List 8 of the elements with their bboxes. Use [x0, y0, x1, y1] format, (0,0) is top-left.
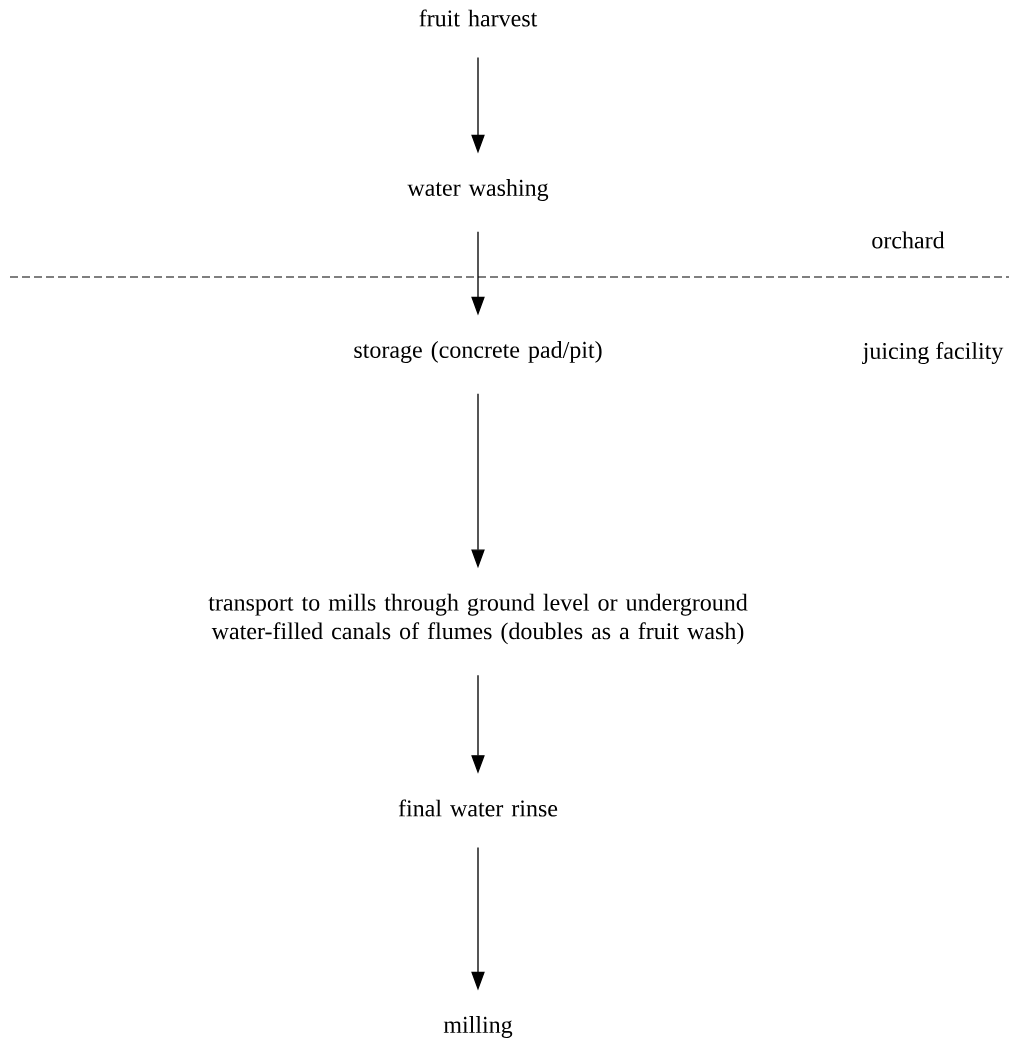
step-text: storage (concrete pad/pit): [354, 341, 602, 363]
step-text: milling: [443, 1016, 513, 1038]
region-label: orchard: [872, 231, 945, 249]
step-text: final water rinse: [398, 799, 558, 817]
step-text: fruit harvest: [419, 9, 538, 27]
region-label: juicing facility: [862, 341, 1004, 365]
step-text: water washing: [407, 179, 549, 201]
step-text: transport to mills through ground level or underground water-filled canals of flumes (doubles as a fruit wash): [208, 593, 748, 645]
